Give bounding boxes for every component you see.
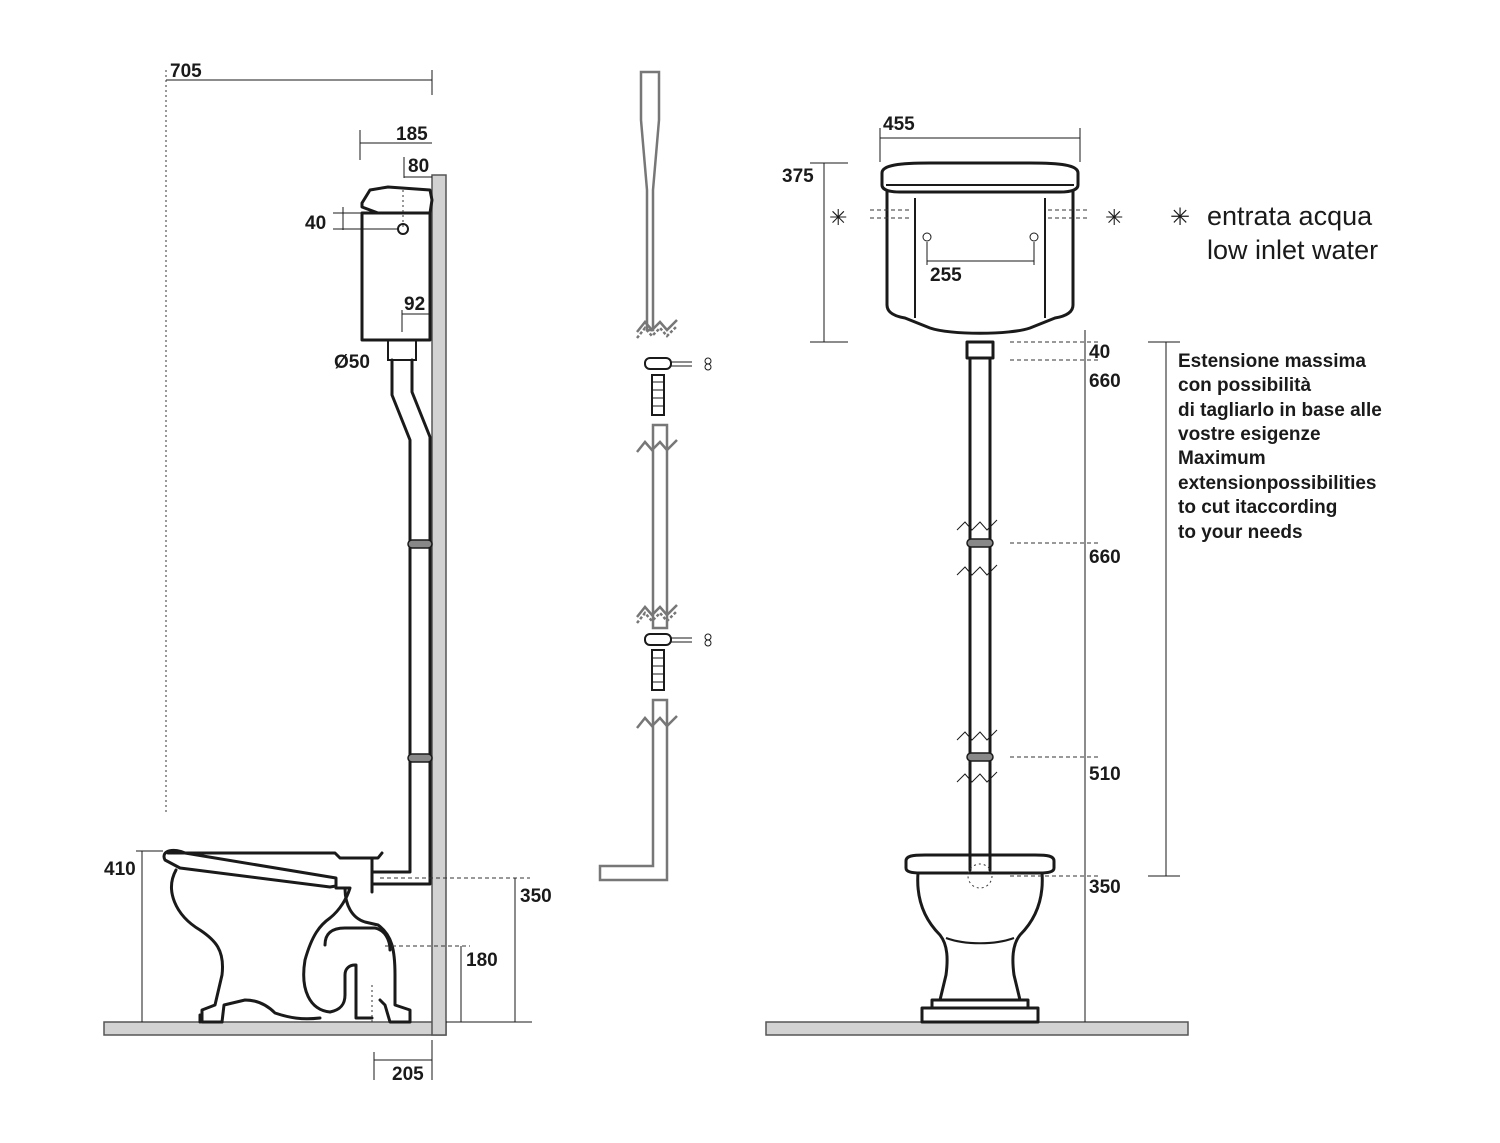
note-line-5: Maximum (1178, 448, 1266, 469)
dim-outlet-wall-offset: 92 (404, 294, 425, 315)
front-dimensions: 455 375 ✳ ✳ 255 40 660 660 510 (782, 114, 1180, 1022)
side-pipe-band-1 (407, 539, 433, 549)
dim-segment-top: 40 (1089, 342, 1110, 363)
front-cistern (880, 161, 1080, 360)
exploded-pipe-view (598, 70, 712, 882)
extension-note: Estensione massima con possibilità di ta… (1178, 351, 1382, 543)
note-line-8: to your needs (1178, 522, 1303, 543)
side-cistern (360, 185, 434, 361)
dim-outlet-height: 180 (466, 950, 498, 971)
dim-segment-1: 660 (1089, 371, 1121, 392)
pipe-connector-2 (644, 633, 712, 691)
legend-line-1: entrata acqua (1207, 201, 1373, 231)
front-inlet-symbol-left: ✳ (829, 205, 847, 230)
dim-cistern-width: 455 (883, 114, 915, 135)
note-line-1: Estensione massima (1178, 351, 1366, 372)
front-view: 455 375 ✳ ✳ 255 40 660 660 510 (765, 114, 1189, 1036)
dim-cistern-depth: 185 (396, 124, 428, 145)
front-floor (765, 1021, 1189, 1036)
dim-bowl-height: 410 (104, 859, 136, 880)
note-line-2: con possibilità (1178, 375, 1311, 396)
legend-line-2: low inlet water (1207, 235, 1378, 265)
dim-inlet-floor-height: 350 (520, 886, 552, 907)
dim-cistern-height: 375 (782, 166, 814, 187)
dim-segment-2: 660 (1089, 547, 1121, 568)
side-floor (103, 1021, 447, 1036)
note-line-7: to cut itaccording (1178, 497, 1337, 518)
dim-overall-height: 705 (170, 61, 202, 82)
pipe-connector-1 (644, 357, 712, 416)
side-pipe-band-2 (407, 753, 433, 763)
side-bowl (162, 848, 412, 1024)
front-pipe-band-2 (966, 752, 994, 762)
legend-inlet-symbol: ✳ (1170, 204, 1190, 231)
side-flush-pipe (370, 358, 412, 874)
legend: ✳ entrata acqua low inlet water (1170, 201, 1378, 265)
dim-fixing-distance: 255 (930, 265, 962, 286)
dim-inlet-height: 40 (305, 213, 326, 234)
side-view: 705 185 80 40 92 Ø50 410 350 (103, 61, 552, 1085)
dim-segment-3: 510 (1089, 764, 1121, 785)
front-pipe-band-1 (966, 538, 994, 548)
front-flush-pipe (956, 356, 998, 872)
side-dimensions: 705 185 80 40 92 Ø50 410 350 (104, 61, 552, 1085)
dim-flush-pipe-diameter: Ø50 (334, 352, 370, 373)
dim-front-inlet-height: 350 (1089, 877, 1121, 898)
note-line-6: extensionpossibilities (1178, 473, 1377, 494)
front-inlet-symbol-right: ✳ (1105, 205, 1123, 230)
front-bowl (904, 853, 1056, 1024)
dim-outlet-wall-distance: 205 (392, 1064, 424, 1085)
note-line-3: di tagliarlo in base alle (1178, 400, 1382, 421)
dim-inlet-wall-offset: 80 (408, 156, 429, 177)
side-wall (431, 174, 447, 1036)
note-line-4: vostre esigenze (1178, 424, 1321, 445)
